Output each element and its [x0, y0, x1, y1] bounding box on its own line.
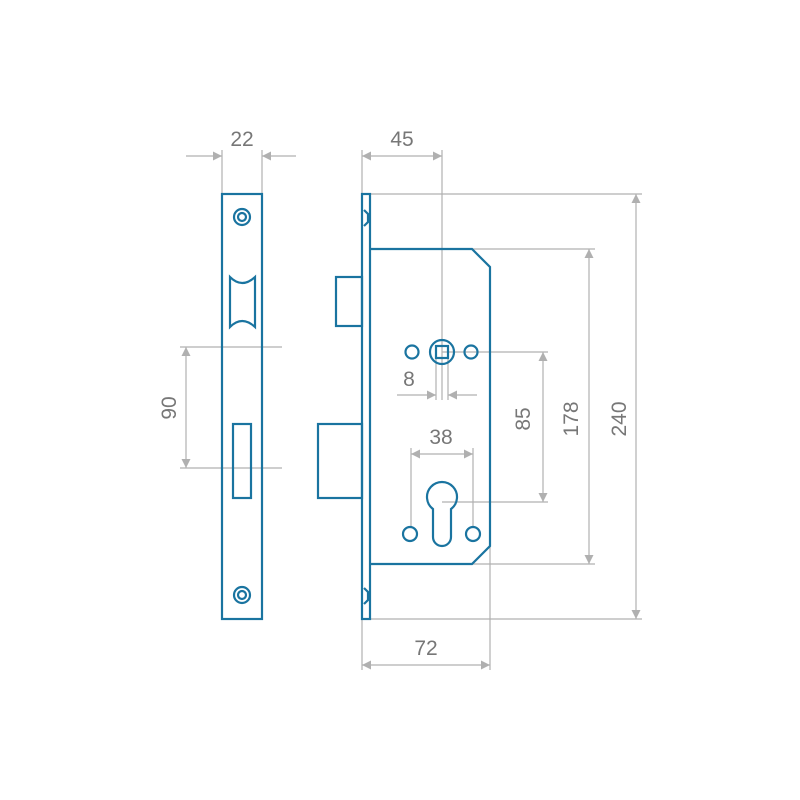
lock-case: [370, 247, 492, 566]
cylinder-hole: [425, 480, 459, 548]
deadbolt: [316, 422, 364, 500]
faceplate: [360, 192, 372, 621]
dim-label-38: 38: [429, 426, 452, 449]
latch-opening: [228, 274, 257, 330]
spindle-square: [434, 344, 450, 360]
bolt-opening: [231, 422, 253, 500]
dim-label-240: 240: [608, 401, 631, 436]
dim-label-178: 178: [560, 401, 583, 436]
dim-label-72: 72: [414, 637, 437, 660]
spindle-hub: [428, 338, 456, 366]
latch: [334, 275, 364, 328]
dim-label-90: 90: [158, 396, 181, 419]
dim-label-8: 8: [403, 368, 415, 391]
lock-body-side-view: [316, 192, 492, 621]
faceplate-front-view: [220, 192, 264, 621]
dim-label-85: 85: [512, 407, 535, 430]
dim-label-22: 22: [230, 128, 253, 151]
dim-label-45: 45: [390, 128, 413, 151]
dimension-lines: [181, 151, 641, 670]
